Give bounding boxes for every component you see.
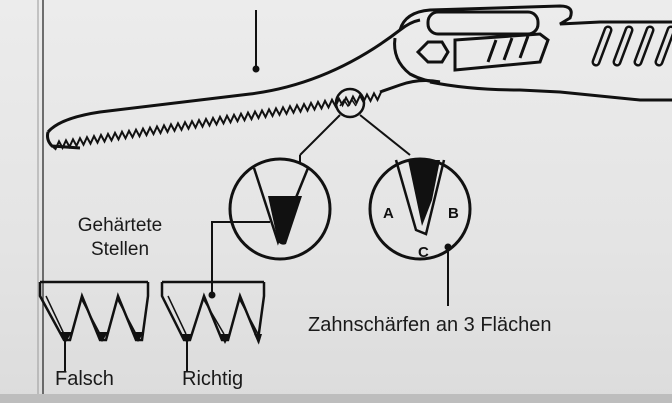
lever-slot-3 <box>518 35 530 59</box>
richtig-teeth <box>160 280 266 372</box>
three-faces-tooth-outline <box>394 159 446 236</box>
handle-top-edge <box>398 4 672 31</box>
blade-pointer-dot <box>252 65 260 73</box>
face-b-label: B <box>448 205 459 222</box>
hardened-label-line-1: Gehärtete <box>77 215 163 236</box>
saw-teeth <box>51 91 382 151</box>
hardened-tip-circle <box>228 157 332 261</box>
saw-blade-spine <box>46 18 421 134</box>
page-bottom-shadow <box>0 394 672 403</box>
lever-slot-2 <box>502 37 514 61</box>
lock-slider <box>426 10 540 36</box>
three-faces-circle <box>368 157 472 261</box>
magnify-spot-circle <box>334 87 366 119</box>
lock-lever <box>453 32 550 72</box>
richtig-leader-dot <box>208 291 216 299</box>
sharpening-caption: Zahnschärfen an 3 Flächen <box>308 314 552 336</box>
callout-line-right <box>359 114 411 156</box>
callout-line-left <box>299 114 341 156</box>
handle-grip-ribs <box>591 25 672 67</box>
wrong-label: Falsch <box>55 368 114 390</box>
richtig-leader-line <box>211 221 270 294</box>
caption-leader-dot <box>444 243 452 251</box>
handle-bottom-edge <box>429 80 672 102</box>
three-faces-tooth-fill <box>408 160 440 226</box>
falsch-teeth <box>38 280 150 372</box>
hardened-tooth-fill <box>268 196 302 245</box>
face-a-label: A <box>383 205 394 222</box>
right-label: Richtig <box>182 368 244 390</box>
magnify-spot-teeth <box>339 98 357 108</box>
saw-blade-tip <box>46 131 81 150</box>
hardened-label-line-2: Stellen <box>90 239 150 260</box>
face-c-label: C <box>418 244 429 261</box>
handle-front <box>393 37 441 84</box>
hardened-spots-label: Gehärtete Stellen <box>60 214 180 262</box>
lever-slot-1 <box>486 39 498 63</box>
hex-bolt-icon <box>415 40 450 64</box>
